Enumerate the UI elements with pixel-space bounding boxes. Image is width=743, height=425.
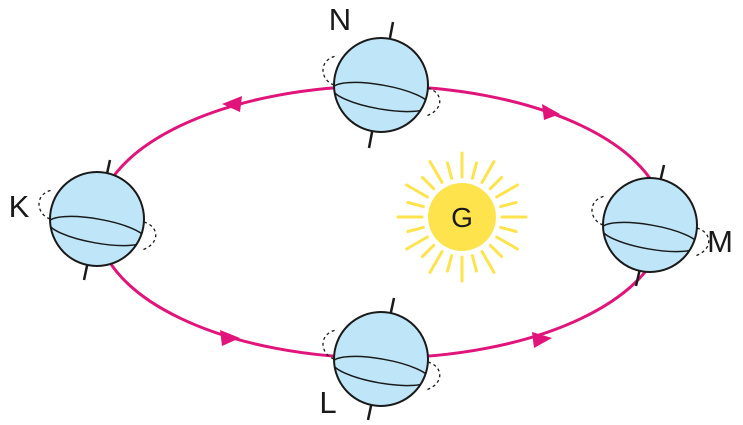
- sun-ray: [480, 160, 496, 184]
- sun-ray: [499, 201, 518, 209]
- sun-ray: [499, 225, 518, 233]
- sun-ray: [420, 175, 436, 191]
- sun-ray: [488, 175, 504, 191]
- sun-label: G: [451, 202, 473, 233]
- direction-arrow-icon: [532, 332, 552, 348]
- sun-ray: [405, 235, 429, 251]
- sun-ray: [446, 254, 454, 273]
- orbit-arrows: [220, 96, 560, 348]
- sun-ray: [488, 243, 504, 259]
- sun-ray: [495, 183, 519, 199]
- direction-arrow-icon: [220, 330, 240, 346]
- position-label-l: L: [319, 385, 336, 420]
- direction-arrow-icon: [222, 96, 242, 112]
- sun-ray: [495, 235, 519, 251]
- sun-ray: [406, 201, 425, 209]
- sun-icon: G: [396, 151, 528, 283]
- earth-globe-icon: [322, 297, 441, 421]
- position-label-k: K: [9, 189, 30, 224]
- direction-arrow-icon: [542, 104, 560, 120]
- sun-ray: [428, 160, 444, 184]
- sun-ray: [470, 161, 478, 180]
- sun-ray: [480, 250, 496, 274]
- earth-globe-icon: [38, 159, 157, 281]
- earth-globe-icon: [322, 21, 441, 149]
- sun-ray: [470, 254, 478, 273]
- sun-ray: [420, 243, 436, 259]
- sun-ray: [405, 183, 429, 199]
- earth-globe-icon: [591, 164, 710, 287]
- sun-ray: [406, 225, 425, 233]
- sun-rays: [396, 151, 528, 283]
- sun-disc: [428, 183, 496, 251]
- sun-ray: [446, 161, 454, 180]
- position-label-m: M: [707, 224, 733, 259]
- sun-ray: [428, 250, 444, 274]
- position-label-n: N: [329, 2, 351, 37]
